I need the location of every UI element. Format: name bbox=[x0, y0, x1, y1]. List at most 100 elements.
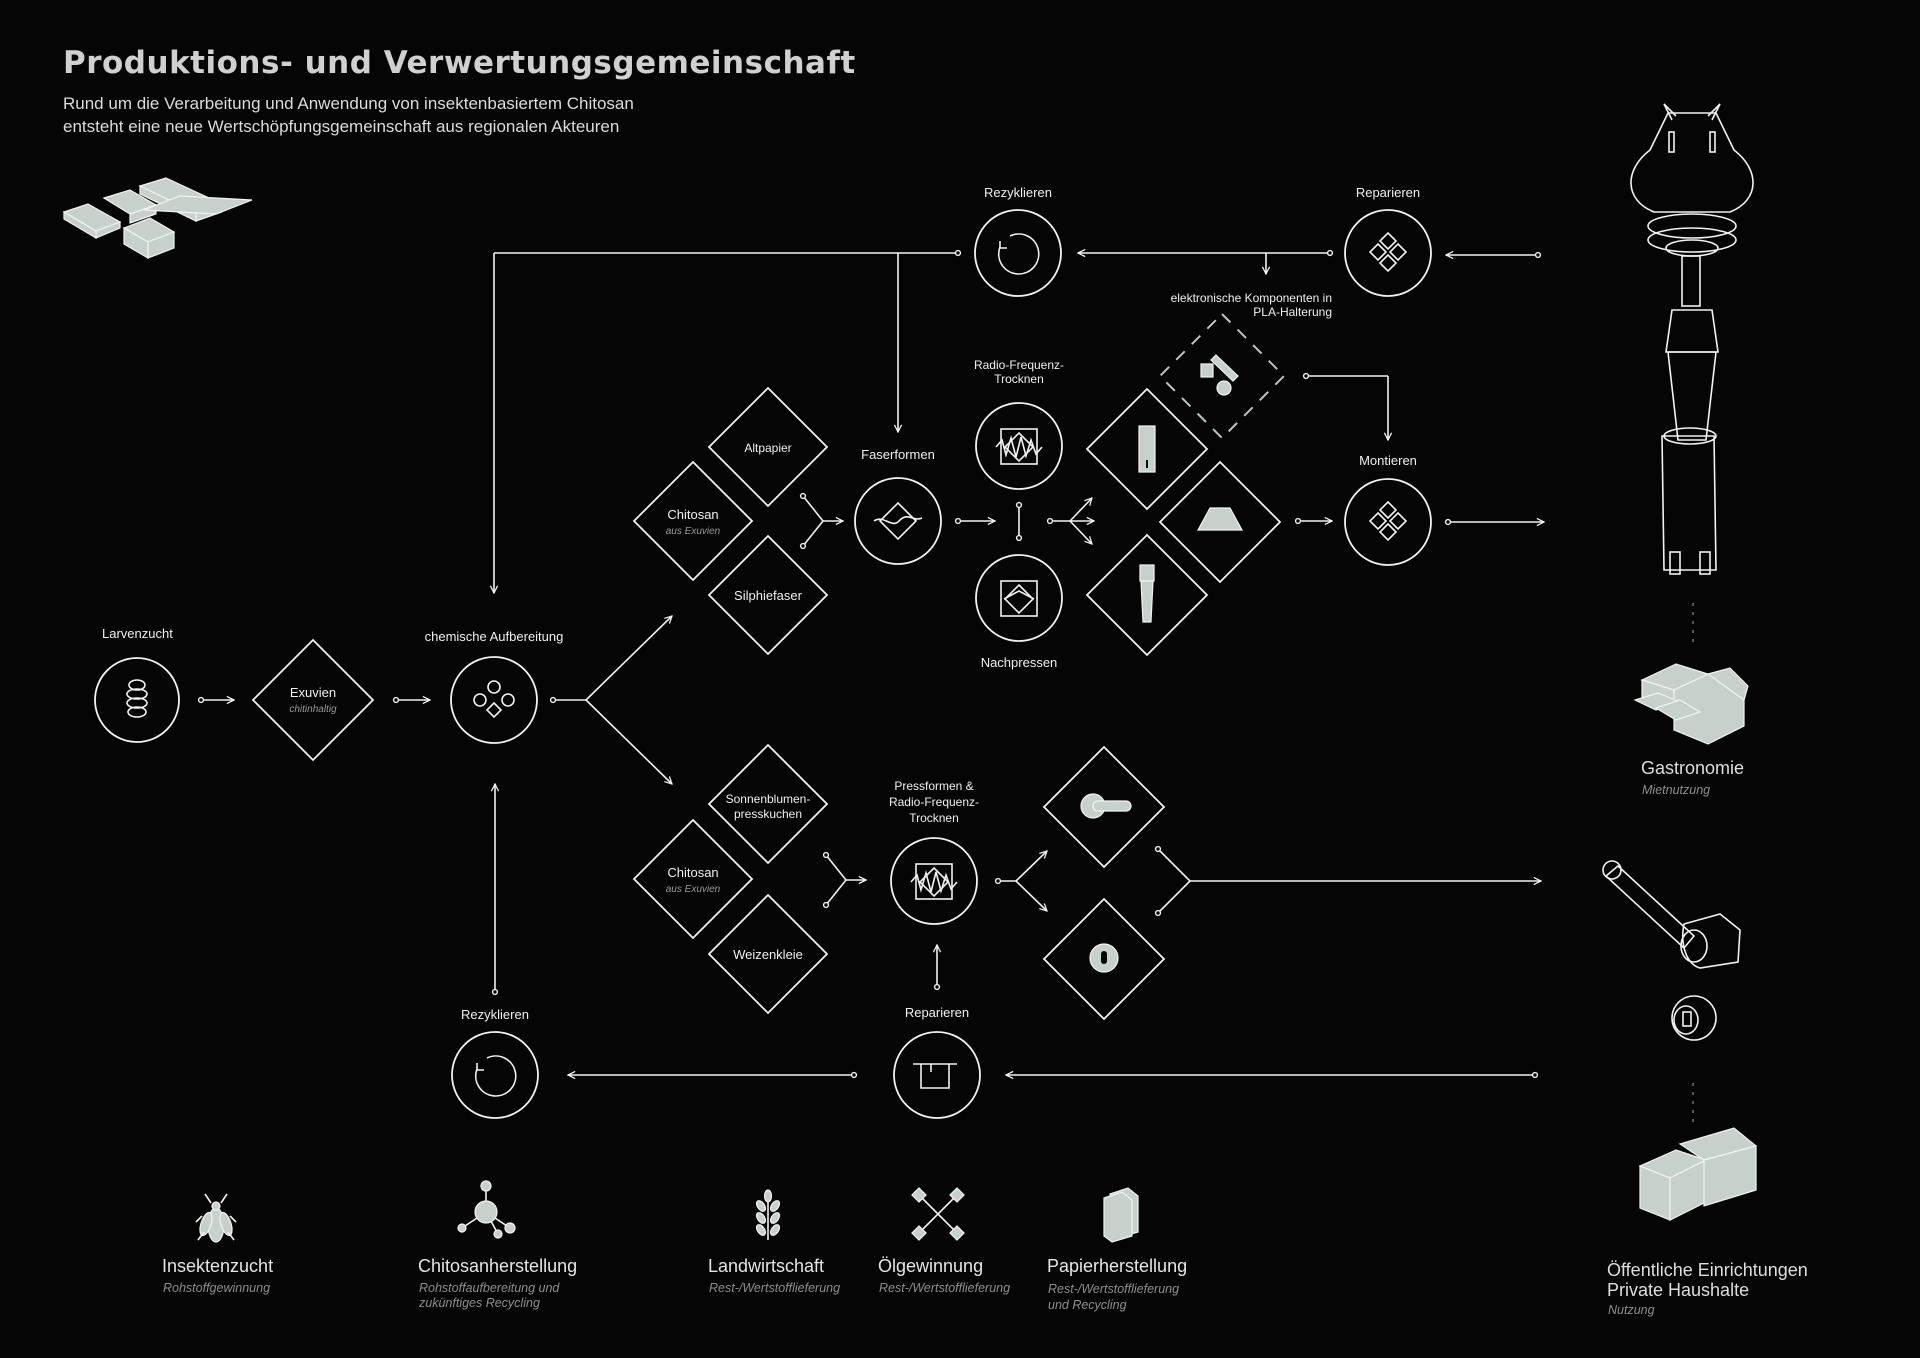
chemistry-icon bbox=[473, 680, 515, 719]
chemische-aufbereitung-label: chemische Aufbereitung bbox=[425, 629, 564, 644]
oeffentlich-label-1: Öffentliche Einrichtungen bbox=[1607, 1260, 1808, 1280]
silphiefaser-node: Silphiefaser bbox=[707, 534, 829, 656]
montieren-label: Montieren bbox=[1359, 453, 1417, 468]
legend-label: Papierherstellung bbox=[1047, 1256, 1187, 1276]
press-icon bbox=[1000, 580, 1038, 617]
subtitle-line-2: entsteht eine neue Wertschöpfungsgemeins… bbox=[63, 117, 619, 136]
elektronik-node: elektronische Komponenten in PLA-Halteru… bbox=[1158, 291, 1332, 440]
rezyklieren-bottom-node: Rezyklieren bbox=[451, 1007, 539, 1119]
chitosan-top-label: Chitosan bbox=[667, 507, 718, 522]
nachpressen-label: Nachpressen bbox=[981, 655, 1058, 670]
pressformen-label-3: Trocknen bbox=[909, 811, 959, 825]
legend-sublabel: Rohstoffgewinnung bbox=[163, 1281, 270, 1295]
chitosan-bottom-node: Chitosan aus Exuvien bbox=[632, 818, 754, 940]
sonnenblumen-label-1: Sonnenblumen- bbox=[726, 792, 811, 806]
molecule-icon bbox=[457, 1180, 516, 1239]
chitosan-bottom-label: Chitosan bbox=[667, 865, 718, 880]
pressformen-label-2: Radio-Frequenz- bbox=[889, 795, 979, 809]
repair-icon bbox=[913, 1063, 957, 1089]
altpapier-node: Altpapier bbox=[707, 386, 829, 508]
pressformen-node: Pressformen & Radio-Frequenz- Trocknen bbox=[889, 779, 979, 925]
exuvien-label: Exuvien bbox=[290, 685, 336, 700]
larvenzucht-node: Larvenzucht bbox=[94, 626, 180, 743]
wheat-icon bbox=[755, 1189, 781, 1240]
reparieren-top-node: Reparieren bbox=[1344, 185, 1432, 297]
part-cone-node bbox=[1158, 460, 1282, 584]
lamp-product-illustration bbox=[1630, 103, 1754, 575]
rf-dryer-icon bbox=[910, 863, 958, 900]
rezyklieren-top-label: Rezyklieren bbox=[984, 185, 1052, 200]
rod-part-icon bbox=[1139, 564, 1155, 623]
gastronomie-building-icon bbox=[1633, 663, 1749, 745]
montieren-node: Montieren bbox=[1344, 453, 1432, 566]
paper-stack-icon bbox=[1103, 1187, 1139, 1243]
electronic-component-icon bbox=[1200, 354, 1239, 396]
chitosan-top-sublabel: aus Exuvien bbox=[666, 526, 721, 537]
sonnenblumen-label-2: presskuchen bbox=[734, 807, 802, 821]
public-building-icon bbox=[1638, 1127, 1758, 1221]
assembly-icon bbox=[1368, 231, 1408, 273]
legend-label: Ölgewinnung bbox=[878, 1256, 983, 1276]
weizenkleie-node: Weizenkleie bbox=[707, 893, 829, 1015]
part-lower-rod-node bbox=[1085, 533, 1209, 657]
rezyklieren-bottom-label: Rezyklieren bbox=[461, 1007, 529, 1022]
handle-part-icon bbox=[1080, 793, 1132, 819]
part-rosette-node bbox=[1042, 897, 1166, 1021]
legend-item: Ölgewinnung Rest-/Wertstofflieferung bbox=[878, 1187, 1010, 1295]
legend-label: Landwirtschaft bbox=[708, 1256, 824, 1276]
legend-sublabel: und Recycling bbox=[1048, 1298, 1127, 1312]
oeffentlich-sublabel: Nutzung bbox=[1608, 1303, 1655, 1317]
legend-label: Insektenzucht bbox=[162, 1256, 273, 1276]
legend-item: Papierherstellung Rest-/Wertstofflieferu… bbox=[1047, 1187, 1187, 1312]
legend: Insektenzucht Rohstoffgewinnung Chitosan… bbox=[162, 1180, 1187, 1312]
subtitle-line-1: Rund um die Verarbeitung und Anwendung v… bbox=[63, 94, 634, 113]
legend-sublabel: zukünftiges Recycling bbox=[418, 1296, 540, 1310]
legend-item: Insektenzucht Rohstoffgewinnung bbox=[162, 1193, 273, 1295]
chemische-aufbereitung-node: chemische Aufbereitung bbox=[425, 629, 564, 744]
fiber-mould-icon bbox=[873, 501, 923, 541]
gastronomie-label: Gastronomie bbox=[1641, 758, 1744, 778]
legend-sublabel: Rest-/Wertstofflieferung bbox=[709, 1281, 840, 1295]
faserformen-node: Faserformen bbox=[854, 447, 942, 565]
rezyklieren-top-node: Rezyklieren bbox=[974, 185, 1062, 297]
sleeve-part-icon bbox=[1138, 425, 1156, 473]
legend-label: Chitosanherstellung bbox=[418, 1256, 577, 1276]
rosette-part-icon bbox=[1089, 943, 1119, 973]
chitosan-bottom-sublabel: aus Exuvien bbox=[666, 884, 721, 895]
part-upper-sleeve-node bbox=[1085, 387, 1209, 511]
reparieren-top-label: Reparieren bbox=[1356, 185, 1420, 200]
recycle-icon bbox=[997, 233, 1040, 275]
legend-item: Landwirtschaft Rest-/Wertstofflieferung bbox=[708, 1189, 840, 1295]
larvenzucht-label: Larvenzucht bbox=[102, 626, 173, 641]
reparieren-bottom-node: Reparieren bbox=[893, 1005, 981, 1119]
assembly-icon bbox=[1368, 500, 1408, 542]
site-buildings-icon bbox=[62, 177, 253, 260]
altpapier-label: Altpapier bbox=[744, 441, 791, 455]
door-handle-product-illustration bbox=[1602, 860, 1741, 1041]
recycle-icon bbox=[474, 1055, 517, 1097]
rf-dryer-icon bbox=[995, 428, 1043, 465]
legend-sublabel: Rest-/Wertstofflieferung bbox=[1048, 1282, 1179, 1296]
legend-item: Chitosanherstellung Rohstoffaufbereitung… bbox=[418, 1180, 577, 1310]
oeffentlich-label-2: Private Haushalte bbox=[1607, 1280, 1749, 1300]
chitosan-top-node: Chitosan aus Exuvien bbox=[632, 460, 754, 582]
sonnenblumen-node: Sonnenblumen- presskuchen bbox=[707, 743, 829, 865]
page-title: Produktions- und Verwertungsgemeinschaft bbox=[63, 45, 856, 81]
flow-connectors bbox=[197, 251, 1694, 1128]
cone-part-icon bbox=[1196, 507, 1244, 531]
reparieren-bottom-label: Reparieren bbox=[905, 1005, 969, 1020]
silphiefaser-label: Silphiefaser bbox=[734, 588, 803, 603]
larva-icon bbox=[126, 679, 148, 718]
gastronomie-sublabel: Mietnutzung bbox=[1642, 783, 1710, 797]
legend-sublabel: Rest-/Wertstofflieferung bbox=[879, 1281, 1010, 1295]
crossed-tools-icon bbox=[911, 1187, 965, 1241]
legend-sublabel: Rohstoffaufbereitung und bbox=[419, 1281, 560, 1295]
fly-icon bbox=[195, 1193, 237, 1243]
weizenkleie-label: Weizenkleie bbox=[733, 947, 803, 962]
rf-trocknen-label-2: Trocknen bbox=[994, 372, 1044, 386]
rf-trocknen-label-1: Radio-Frequenz- bbox=[974, 358, 1064, 372]
faserformen-label: Faserformen bbox=[861, 447, 935, 462]
rf-trocknen-node: Radio-Frequenz- Trocknen bbox=[974, 358, 1064, 490]
nachpressen-node: Nachpressen bbox=[975, 554, 1063, 670]
